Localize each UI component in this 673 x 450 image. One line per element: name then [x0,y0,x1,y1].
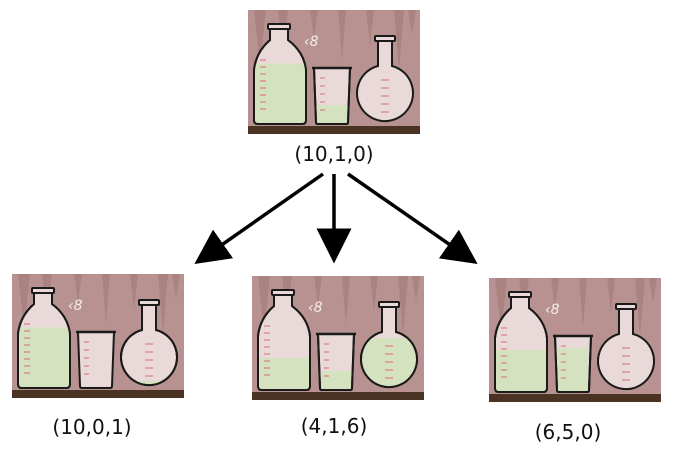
beaker-icon [553,334,593,393]
root-state-panel: ‹8 [248,10,420,134]
beaker-icon [316,332,356,391]
beaker-icon [312,66,352,125]
child-state-label-2: (4,1,6) [300,414,368,438]
beaker-icon [76,330,116,389]
bottle-icon: ‹8 [253,23,319,125]
svg-text:‹8: ‹8 [304,34,319,50]
child-state-panel-2: ‹8 [252,276,424,400]
root-state-image: ‹8 [248,10,420,134]
child-state-panel-3: ‹8 [489,278,661,402]
child-state-image-1: ‹8 [12,274,184,398]
arrow-icon [194,172,325,265]
root-state-label: (10,1,0) [294,142,374,166]
round-flask-icon [597,303,655,391]
child-state-image-3: ‹8 [489,278,661,402]
bottle-icon: ‹8 [494,291,560,393]
svg-text:‹8: ‹8 [545,302,560,318]
round-flask-icon [360,301,418,389]
arrow-icon [347,172,478,264]
round-flask-icon [356,35,414,123]
svg-text:‹8: ‹8 [308,300,323,316]
bottle-icon: ‹8 [257,289,323,391]
round-flask-icon [120,299,178,387]
child-state-label-3: (6,5,0) [534,420,602,444]
bottle-icon: ‹8 [17,287,83,389]
svg-text:‹8: ‹8 [68,298,83,314]
child-state-label-1: (10,0,1) [52,415,132,439]
child-state-panel-1: ‹8 [12,274,184,398]
child-state-image-2: ‹8 [252,276,424,400]
